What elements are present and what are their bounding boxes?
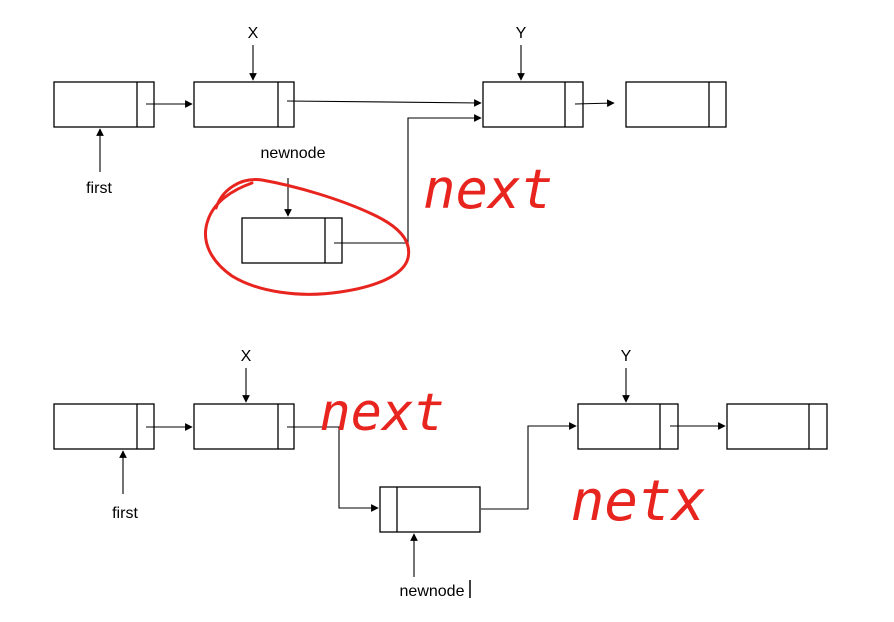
top-diagram: X Y first newnode bbox=[53, 25, 727, 264]
top-node-4 bbox=[625, 81, 727, 128]
bottom-node-y bbox=[577, 403, 679, 450]
top-link-newnode-to-y bbox=[334, 114, 482, 244]
bottom-link-newnode-to-y bbox=[481, 422, 577, 510]
top-node-x bbox=[193, 81, 295, 128]
top-label-first: first bbox=[86, 180, 112, 197]
top-link-x-to-y bbox=[286, 99, 482, 107]
top-node-y bbox=[482, 81, 584, 128]
bottom-label-x: X bbox=[241, 348, 252, 365]
top-label-x: X bbox=[248, 25, 259, 42]
bottom-link-x-to-newnode bbox=[287, 426, 379, 512]
bottom-new-node bbox=[379, 486, 481, 533]
top-label-y: Y bbox=[516, 25, 527, 42]
bottom-label-newnode: newnode bbox=[400, 583, 465, 600]
top-handwriting-next: next bbox=[423, 158, 553, 221]
top-label-newnode: newnode bbox=[261, 145, 326, 162]
bottom-right-handwriting-netx: netx bbox=[571, 469, 706, 534]
bottom-node-4 bbox=[726, 403, 828, 450]
red-circle-scribble bbox=[204, 178, 411, 296]
bottom-diagram: X Y first newnode bbox=[53, 348, 828, 600]
top-node-1 bbox=[53, 81, 155, 128]
top-link-y-to-node4 bbox=[574, 99, 615, 108]
red-annotations: next next netx bbox=[204, 158, 706, 534]
bottom-label-y: Y bbox=[621, 348, 632, 365]
top-new-node bbox=[241, 217, 343, 264]
bottom-node-1 bbox=[53, 403, 155, 450]
bottom-left-handwriting-next: next bbox=[319, 383, 444, 443]
bottom-node-x bbox=[193, 403, 295, 450]
bottom-label-first: first bbox=[112, 505, 138, 522]
